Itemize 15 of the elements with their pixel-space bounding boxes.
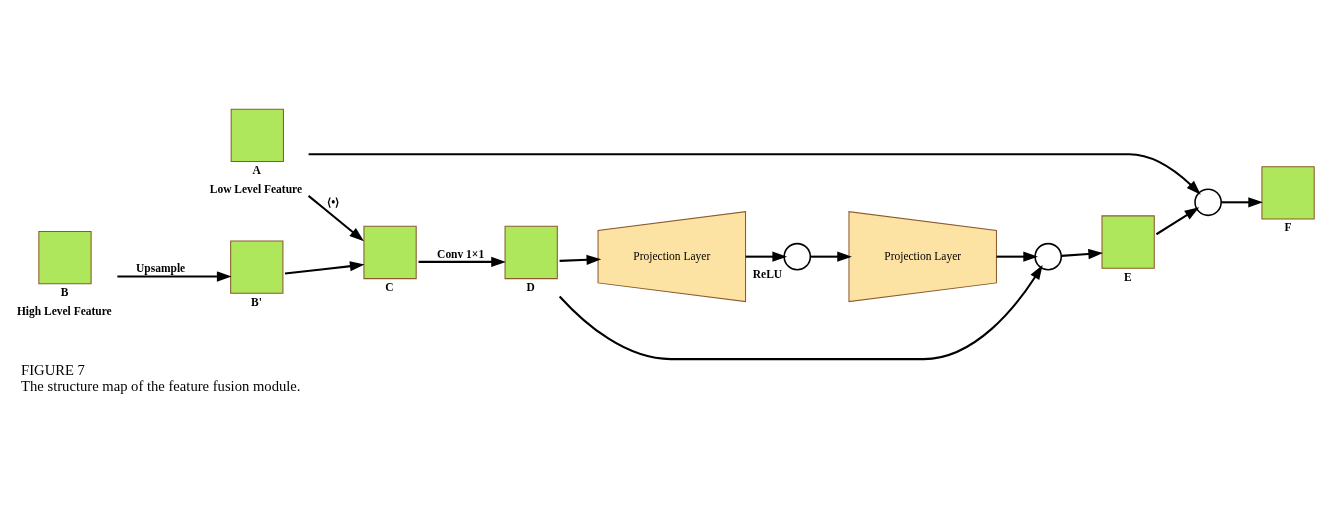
node-label: B' (251, 295, 262, 308)
node-label: A (252, 163, 261, 176)
node-label: C (385, 280, 394, 293)
node-label: E (1123, 270, 1132, 283)
diagram-title: FIGURE 7 (21, 361, 85, 378)
node-label: Low Level Feature (209, 182, 303, 195)
node-label: High Level Feature (16, 304, 112, 317)
node-label: F (1284, 221, 1292, 234)
edge-label: ⟨•⟩ (327, 196, 340, 209)
edge-label: Conv 1×1 (437, 247, 485, 260)
caption: The structure map of the feature fusion module. (21, 377, 301, 394)
node-label: ReLU (752, 267, 783, 280)
node-label: B (60, 286, 69, 299)
edge-label: Upsample (136, 262, 186, 275)
node-label: D (526, 280, 535, 293)
